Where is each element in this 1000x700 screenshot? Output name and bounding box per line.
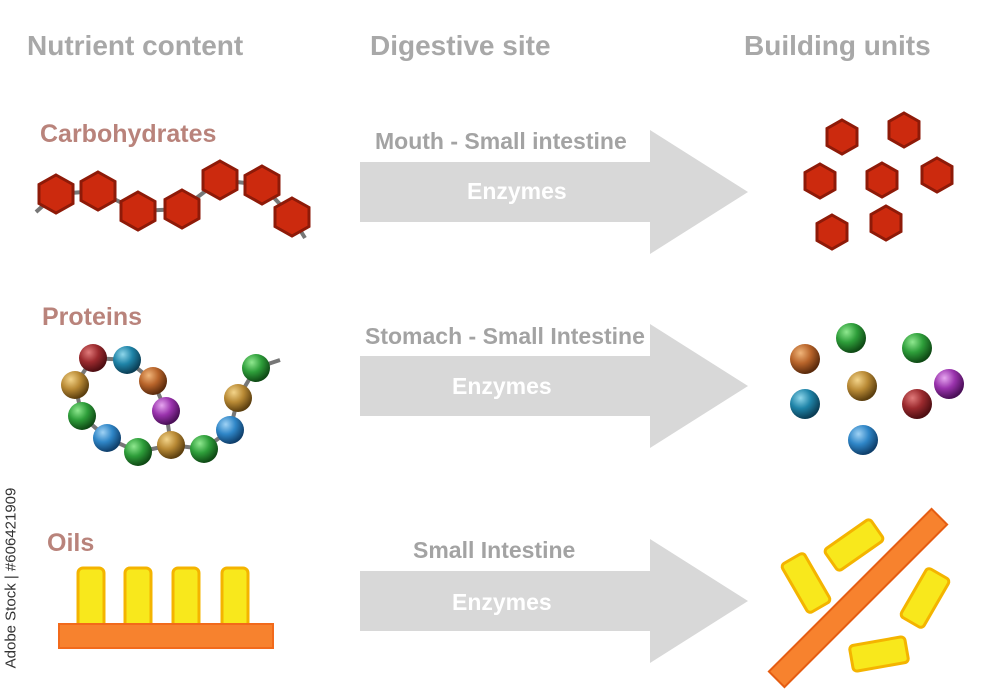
enzymes-label-carbohydrates: Enzymes [467, 178, 567, 204]
enzymes-label-oils: Enzymes [452, 589, 552, 615]
glucose-units-icon [803, 111, 954, 251]
header-building-units: Building units [744, 30, 931, 61]
digestive-site-oils: Small Intestine [413, 537, 576, 563]
enzymes-label-proteins: Enzymes [452, 373, 552, 399]
triglyceride-icon [58, 566, 274, 649]
nutrient-label-oils: Oils [47, 529, 95, 557]
fatty-acids-glycerol-icon [767, 507, 951, 689]
digestive-site-carbohydrates: Mouth - Small intestine [375, 128, 627, 154]
protein-chain-icon [61, 344, 281, 466]
amino-acids-icon [790, 323, 964, 455]
digestive-site-proteins: Stomach - Small Intestine [365, 323, 645, 349]
arrow-oils [360, 539, 748, 663]
stock-credit-text: Adobe Stock | #606421909 [2, 487, 20, 668]
header-digestive-site: Digestive site [370, 30, 551, 61]
arrow-carbohydrates [360, 130, 748, 254]
arrow-proteins [360, 324, 748, 448]
nutrient-label-carbohydrates: Carbohydrates [40, 120, 217, 148]
carbohydrate-chain-icon [34, 159, 311, 240]
nutrient-label-proteins: Proteins [42, 303, 143, 331]
header-nutrient-content: Nutrient content [27, 30, 244, 61]
stock-credit: Adobe Stock | #606421909 [0, 460, 22, 695]
